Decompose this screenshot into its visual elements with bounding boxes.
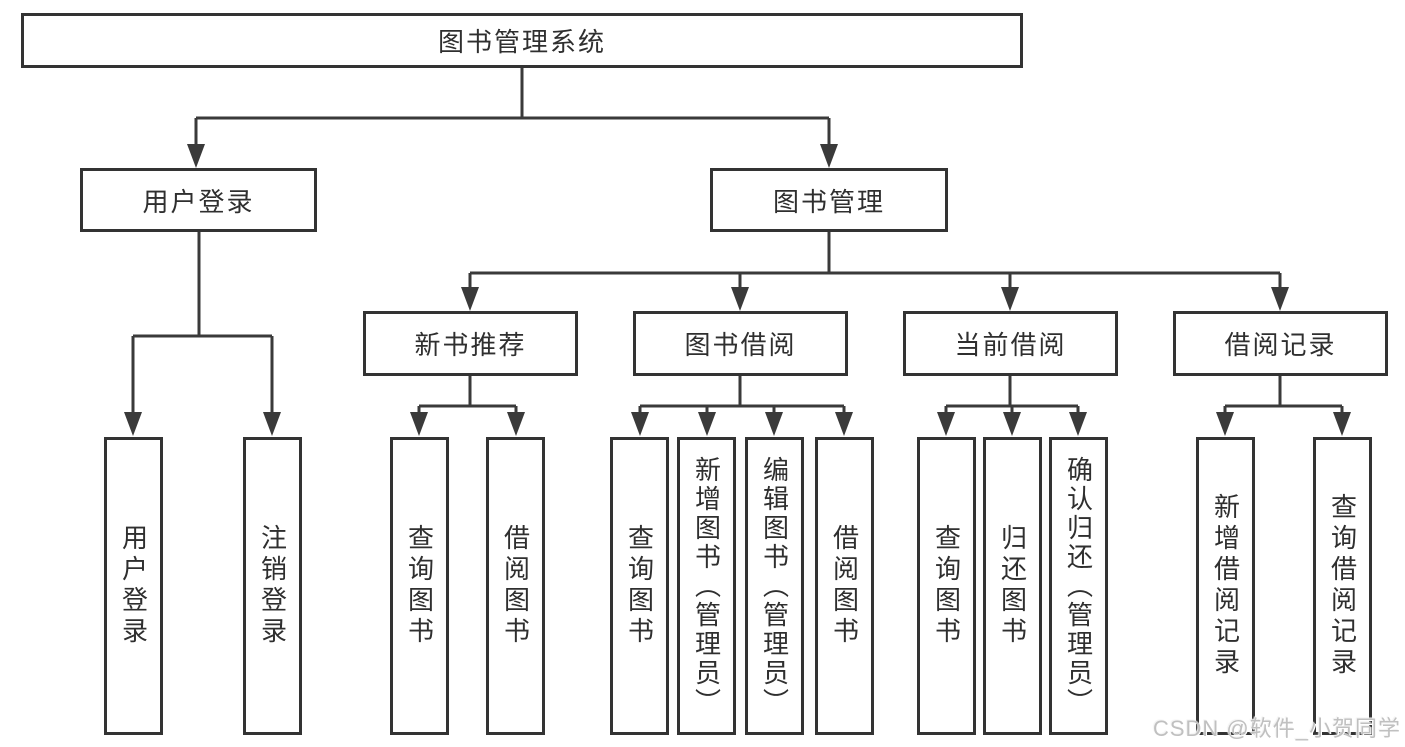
node-book-borrow: 图书借阅	[633, 311, 848, 376]
leaf-confirm-return-admin: 确认归还（管理员）	[1049, 437, 1108, 735]
leaf-query-borrow-record: 查询借阅记录	[1313, 437, 1372, 735]
arrowhead	[507, 412, 525, 436]
leaf-add-borrow-record: 新增借阅记录	[1196, 437, 1255, 735]
leaf-borrow-books-recommend: 借阅图书	[486, 437, 545, 735]
leaf-return-books: 归还图书	[983, 437, 1042, 735]
node-new-book-recommend: 新书推荐	[363, 311, 578, 376]
connector-current-borrow-to-leaves	[944, 376, 1080, 414]
leaf-query-books-recommend: 查询图书	[390, 437, 449, 735]
leaf-query-books-current: 查询图书	[917, 437, 976, 735]
node-borrow-records: 借阅记录	[1173, 311, 1388, 376]
connector-borrow-records-to-leaves	[1223, 376, 1344, 414]
leaf-query-books-borrow: 查询图书	[610, 437, 669, 735]
connector-user-login-to-leaves	[131, 232, 274, 414]
arrowhead	[1333, 412, 1351, 436]
node-library-management-system: 图书管理系统	[21, 13, 1023, 68]
leaf-borrow-books: 借阅图书	[815, 437, 874, 735]
connector-book-mgmt-to-level3	[468, 232, 1282, 290]
arrowhead	[631, 412, 649, 436]
leaf-logout: 注销登录	[243, 437, 302, 735]
node-user-login: 用户登录	[80, 168, 317, 232]
connector-book-borrow-to-leaves	[638, 376, 846, 414]
arrowhead	[1069, 412, 1087, 436]
csdn-watermark: CSDN @软件_小贺同学	[1152, 716, 1401, 741]
connector-new-book-to-leaves	[417, 376, 518, 414]
node-current-borrow: 当前借阅	[903, 311, 1118, 376]
arrowhead	[698, 412, 716, 436]
arrowhead	[1271, 287, 1289, 311]
arrowhead	[410, 412, 428, 436]
leaf-add-books-admin: 新增图书（管理员）	[677, 437, 736, 735]
leaf-user-login: 用户登录	[104, 437, 163, 735]
arrowhead	[835, 412, 853, 436]
leaf-edit-books-admin: 编辑图书（管理员）	[745, 437, 804, 735]
arrowhead	[461, 287, 479, 311]
arrowhead	[1001, 287, 1019, 311]
arrowhead	[187, 144, 205, 168]
arrowhead	[937, 412, 955, 436]
node-book-management: 图书管理	[710, 168, 948, 232]
connector-root-to-level2	[194, 68, 831, 146]
arrowhead	[820, 144, 838, 168]
arrowhead	[1003, 412, 1021, 436]
arrowhead	[124, 412, 142, 436]
arrowhead	[765, 412, 783, 436]
arrowhead	[731, 287, 749, 311]
arrowhead	[1216, 412, 1234, 436]
arrowhead	[263, 412, 281, 436]
